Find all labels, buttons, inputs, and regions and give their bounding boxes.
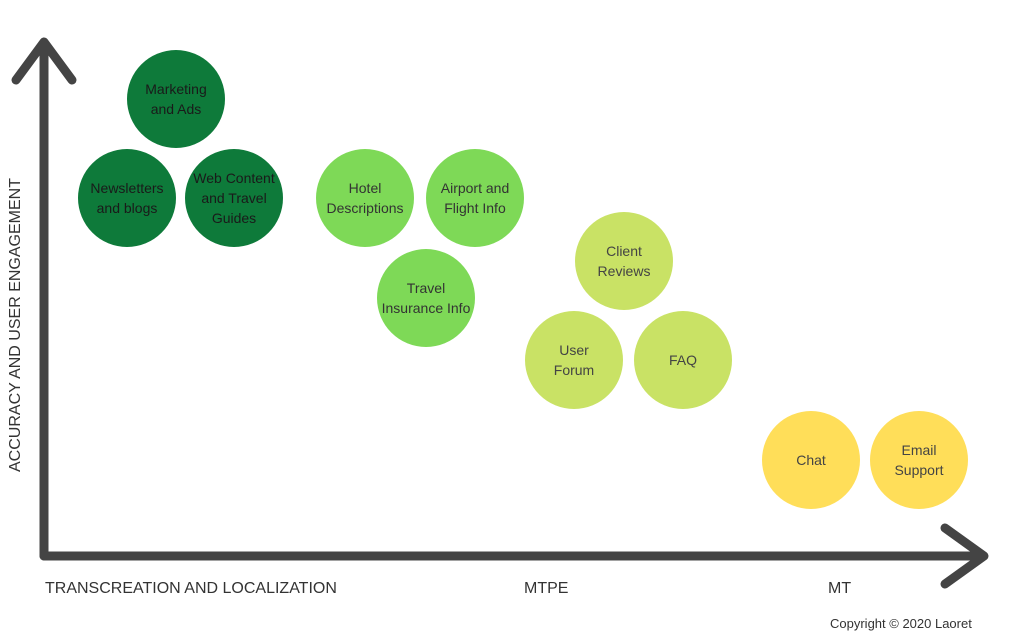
- bubble: FAQ: [634, 311, 732, 409]
- bubble-label: Descriptions: [326, 200, 403, 216]
- bubble-circle: [377, 249, 475, 347]
- bubble-circle: [316, 149, 414, 247]
- bubble-circle: [870, 411, 968, 509]
- bubble-circle: [762, 411, 860, 509]
- bubble-label: and blogs: [97, 200, 158, 216]
- bubble-circle: [185, 149, 283, 247]
- bubble-label: FAQ: [669, 352, 697, 368]
- bubble-label: Newsletters: [90, 180, 163, 196]
- bubble-label: Marketing: [145, 81, 206, 97]
- bubble-circle: [426, 149, 524, 247]
- bubble-circle: [78, 149, 176, 247]
- bubble-label: Airport and: [441, 180, 509, 196]
- bubble-label: Email: [901, 442, 936, 458]
- bubble-label: and Ads: [151, 101, 202, 117]
- bubble-label: Support: [894, 462, 943, 478]
- bubble-label: Client: [606, 243, 642, 259]
- bubble-label: Insurance Info: [382, 300, 471, 316]
- x-axis-label-transcreation: TRANSCREATION AND LOCALIZATION: [45, 580, 337, 597]
- bubble-label: Web Content: [193, 170, 275, 186]
- bubble-label: Forum: [554, 362, 594, 378]
- bubble-circle: [525, 311, 623, 409]
- bubble-label: Chat: [796, 452, 826, 468]
- copyright-notice: Copyright © 2020 Laoret: [830, 616, 972, 631]
- x-axis-label-mt: MT: [828, 580, 851, 597]
- bubble-label: Travel: [407, 280, 445, 296]
- bubble-label: Guides: [212, 210, 256, 226]
- y-axis-arrowhead: [11, 37, 77, 85]
- y-axis-label: ACCURACY AND USER ENGAGEMENT: [7, 178, 24, 472]
- bubble: Marketing and Ads: [127, 50, 225, 148]
- bubble-label: User: [559, 342, 589, 358]
- bubble-circle: [575, 212, 673, 310]
- bubble-label: and Travel: [201, 190, 266, 206]
- bubble-label: Flight Info: [444, 200, 506, 216]
- x-axis-label-mtpe: MTPE: [524, 580, 568, 597]
- bubble-label: Reviews: [598, 263, 651, 279]
- bubble: Newsletters and blogs: [78, 149, 176, 247]
- bubble: Chat: [762, 411, 860, 509]
- axes: [11, 37, 989, 589]
- bubble-circle: [634, 311, 732, 409]
- x-axis-arrowhead: [940, 523, 989, 589]
- bubble-label: Hotel: [349, 180, 382, 196]
- bubble-circle: [127, 50, 225, 148]
